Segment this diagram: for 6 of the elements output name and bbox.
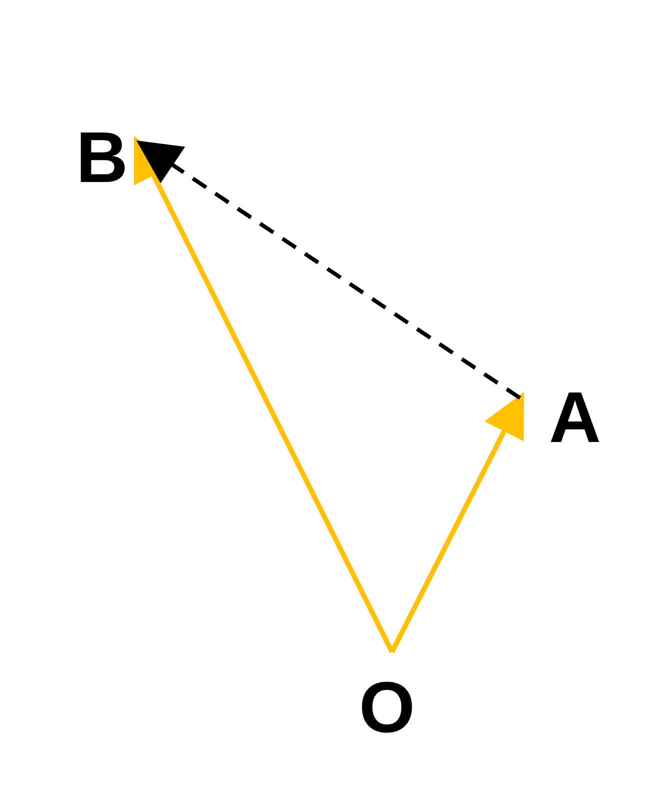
- point-label: A: [544, 382, 606, 454]
- arrow: [134, 136, 394, 654]
- dashed-arrow: [136, 140, 522, 400]
- point-label: B: [68, 122, 136, 194]
- arrow: [390, 392, 524, 654]
- point-label: O: [355, 672, 419, 744]
